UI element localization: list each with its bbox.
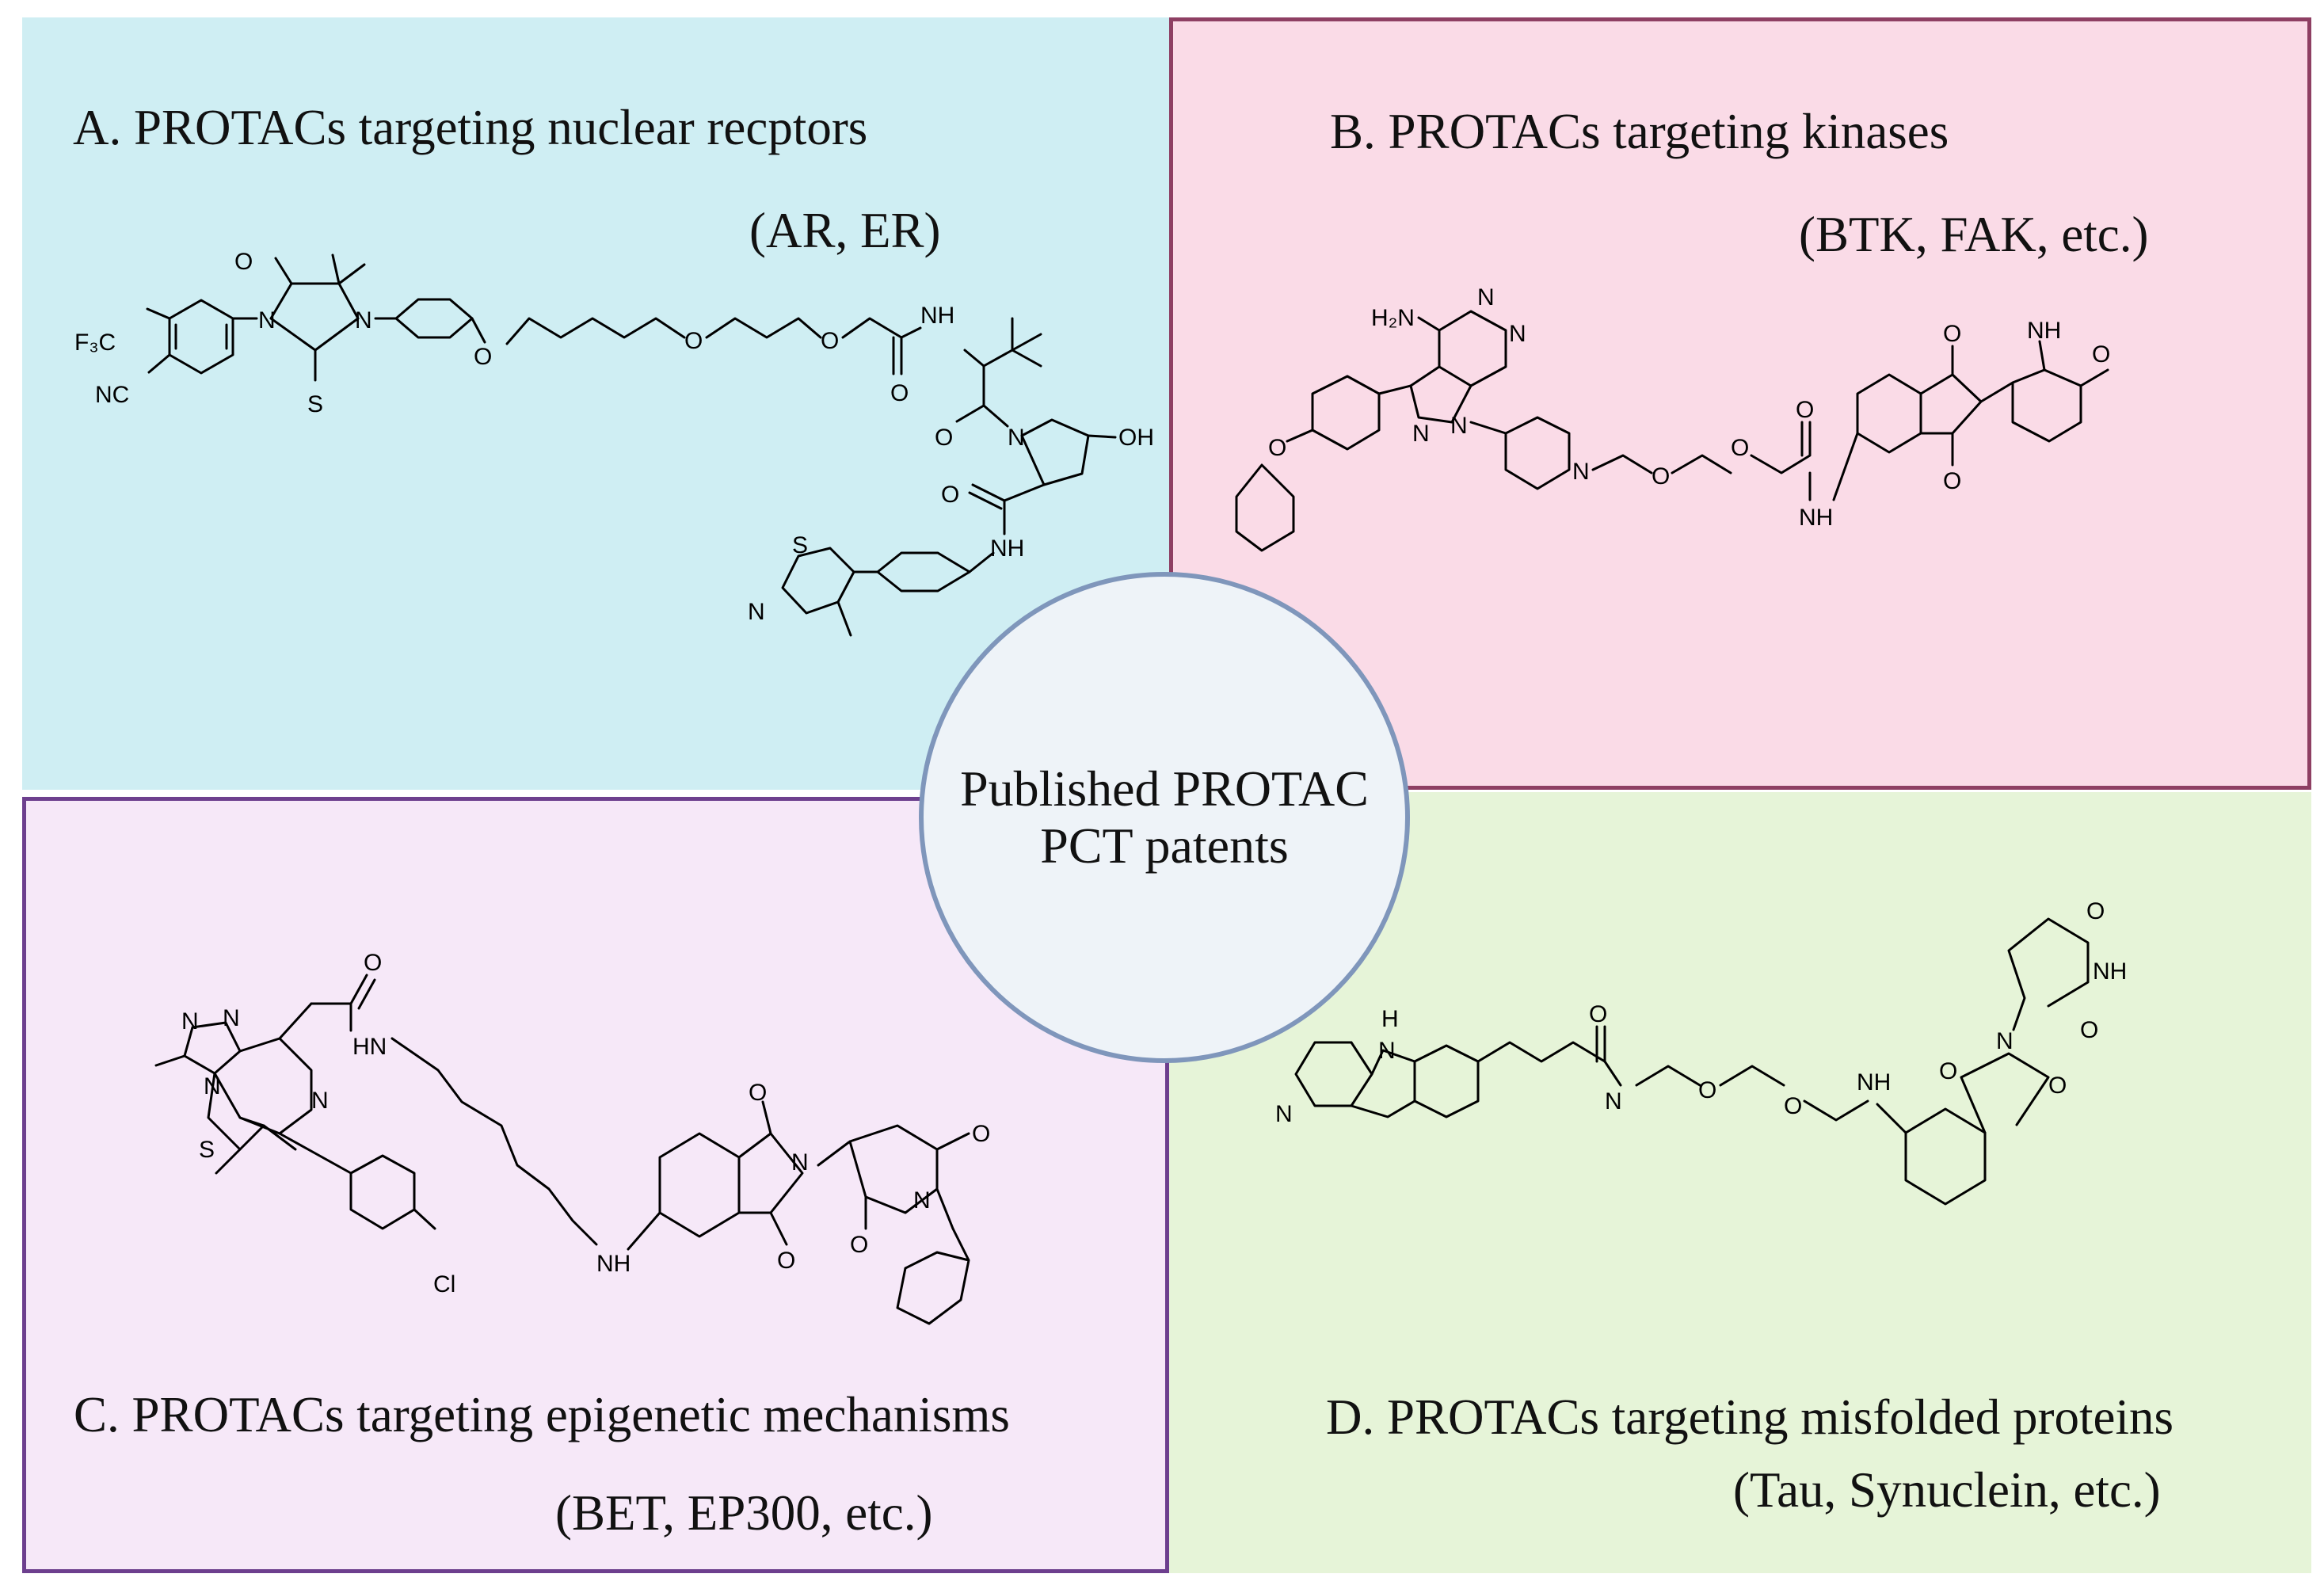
label-d-o6: O xyxy=(2080,1017,2098,1043)
center-line-2: PCT patents xyxy=(1040,817,1289,874)
label-a-o5: O xyxy=(890,380,909,406)
label-b-n2: N xyxy=(1509,321,1526,347)
panel-d-targets: (Tau, Synuclein, etc.) xyxy=(1733,1462,2161,1518)
label-c-hn: HN xyxy=(352,1034,387,1060)
label-c-o1: O xyxy=(364,950,382,976)
label-c-n6: N xyxy=(913,1187,931,1214)
label-d-h: H xyxy=(1381,1006,1399,1032)
label-c-nh: NH xyxy=(596,1251,631,1277)
label-d-nh2: NH xyxy=(1857,1069,1891,1096)
structure-d: H N N O N O O NH O O N O NH O xyxy=(1275,898,2127,1206)
label-c-o2: O xyxy=(749,1080,767,1106)
label-b-h2n: H₂N xyxy=(1371,305,1415,331)
panel-a: A. PROTACs targeting nuclear recptors (A… xyxy=(22,17,1180,790)
label-a-n3: N xyxy=(1008,425,1025,451)
label-b-o2: O xyxy=(1652,463,1670,490)
label-a-nh1: NH xyxy=(920,303,954,329)
panel-a-targets: (AR, ER) xyxy=(749,203,941,258)
structure-c: N N N N S O HN Cl NH O O N xyxy=(154,950,990,1325)
label-b-n3: N xyxy=(1412,421,1430,447)
label-d-o3: O xyxy=(1784,1093,1802,1119)
label-c-n5: N xyxy=(791,1149,809,1176)
label-b-o5: O xyxy=(1943,321,1961,347)
structure-a: F₃C NC O N N S O O O O NH O N xyxy=(74,249,1154,637)
label-a-n2: N xyxy=(355,307,372,333)
label-a-nh2: NH xyxy=(990,535,1024,562)
panel-d: D. PROTACs targeting misfolded proteins … xyxy=(1169,792,2311,1573)
label-a-oh: OH xyxy=(1118,425,1154,451)
label-d-o1: O xyxy=(1589,1001,1607,1027)
label-d-o2: O xyxy=(1698,1077,1716,1103)
label-d-nh3: NH xyxy=(2093,958,2127,985)
label-b-o1: O xyxy=(1268,435,1286,461)
label-d-o7: O xyxy=(2086,898,2105,924)
label-c-o3: O xyxy=(777,1248,795,1274)
panel-b: B. PROTACs targeting kinases (BTK, FAK, … xyxy=(1169,17,2311,790)
label-a-o2: O xyxy=(474,344,492,370)
label-a-o1: O xyxy=(234,249,253,275)
label-a-s1: S xyxy=(307,391,323,417)
label-c-cl: Cl xyxy=(433,1271,455,1297)
label-d-n3: N xyxy=(1996,1028,2013,1054)
label-b-n1: N xyxy=(1477,284,1495,311)
label-c-n4: N xyxy=(311,1088,329,1114)
label-b-n4: N xyxy=(1450,413,1468,439)
label-a-n4: N xyxy=(748,599,765,625)
label-a-n1: N xyxy=(258,307,276,333)
center-line-1: Published PROTAC xyxy=(960,760,1369,817)
label-d-n2: N xyxy=(1275,1101,1293,1127)
panel-a-title: A. PROTACs targeting nuclear recptors xyxy=(73,100,868,155)
label-d-o5: O xyxy=(1939,1058,1957,1084)
label-b-o7: O xyxy=(2092,341,2110,368)
label-b-n5: N xyxy=(1572,459,1590,485)
panel-d-title: D. PROTACs targeting misfolded proteins xyxy=(1326,1389,2174,1445)
center-circle: Published PROTAC PCT patents xyxy=(919,572,1410,1063)
label-a-nc: NC xyxy=(95,382,129,408)
label-a-o7: O xyxy=(941,482,959,508)
label-b-nh1: NH xyxy=(1799,505,1833,531)
label-d-nh1: N xyxy=(1605,1088,1622,1115)
label-c-s: S xyxy=(199,1137,215,1163)
label-a-f3c: F₃C xyxy=(74,330,116,356)
label-c-o5: O xyxy=(850,1232,868,1258)
label-d-o4: O xyxy=(2048,1073,2067,1099)
label-c-n2: N xyxy=(223,1005,240,1031)
label-a-s2: S xyxy=(792,532,808,558)
panel-c-targets: (BET, EP300, etc.) xyxy=(555,1485,933,1541)
label-c-n1: N xyxy=(181,1008,199,1035)
label-b-o4: O xyxy=(1796,397,1814,423)
structure-b: H₂N N N N N O N O O O NH O O xyxy=(1235,284,2110,552)
label-a-o4: O xyxy=(821,328,839,354)
label-a-o3: O xyxy=(684,328,703,354)
label-c-o4: O xyxy=(972,1121,990,1147)
panel-c-title: C. PROTACs targeting epigenetic mechanis… xyxy=(74,1387,1010,1442)
panel-b-title: B. PROTACs targeting kinases xyxy=(1330,104,1949,159)
panel-b-targets: (BTK, FAK, etc.) xyxy=(1799,207,2149,262)
label-b-o3: O xyxy=(1731,435,1749,461)
label-b-nh2: NH xyxy=(2027,318,2061,344)
label-b-o6: O xyxy=(1943,468,1961,494)
label-a-o6: O xyxy=(935,425,953,451)
